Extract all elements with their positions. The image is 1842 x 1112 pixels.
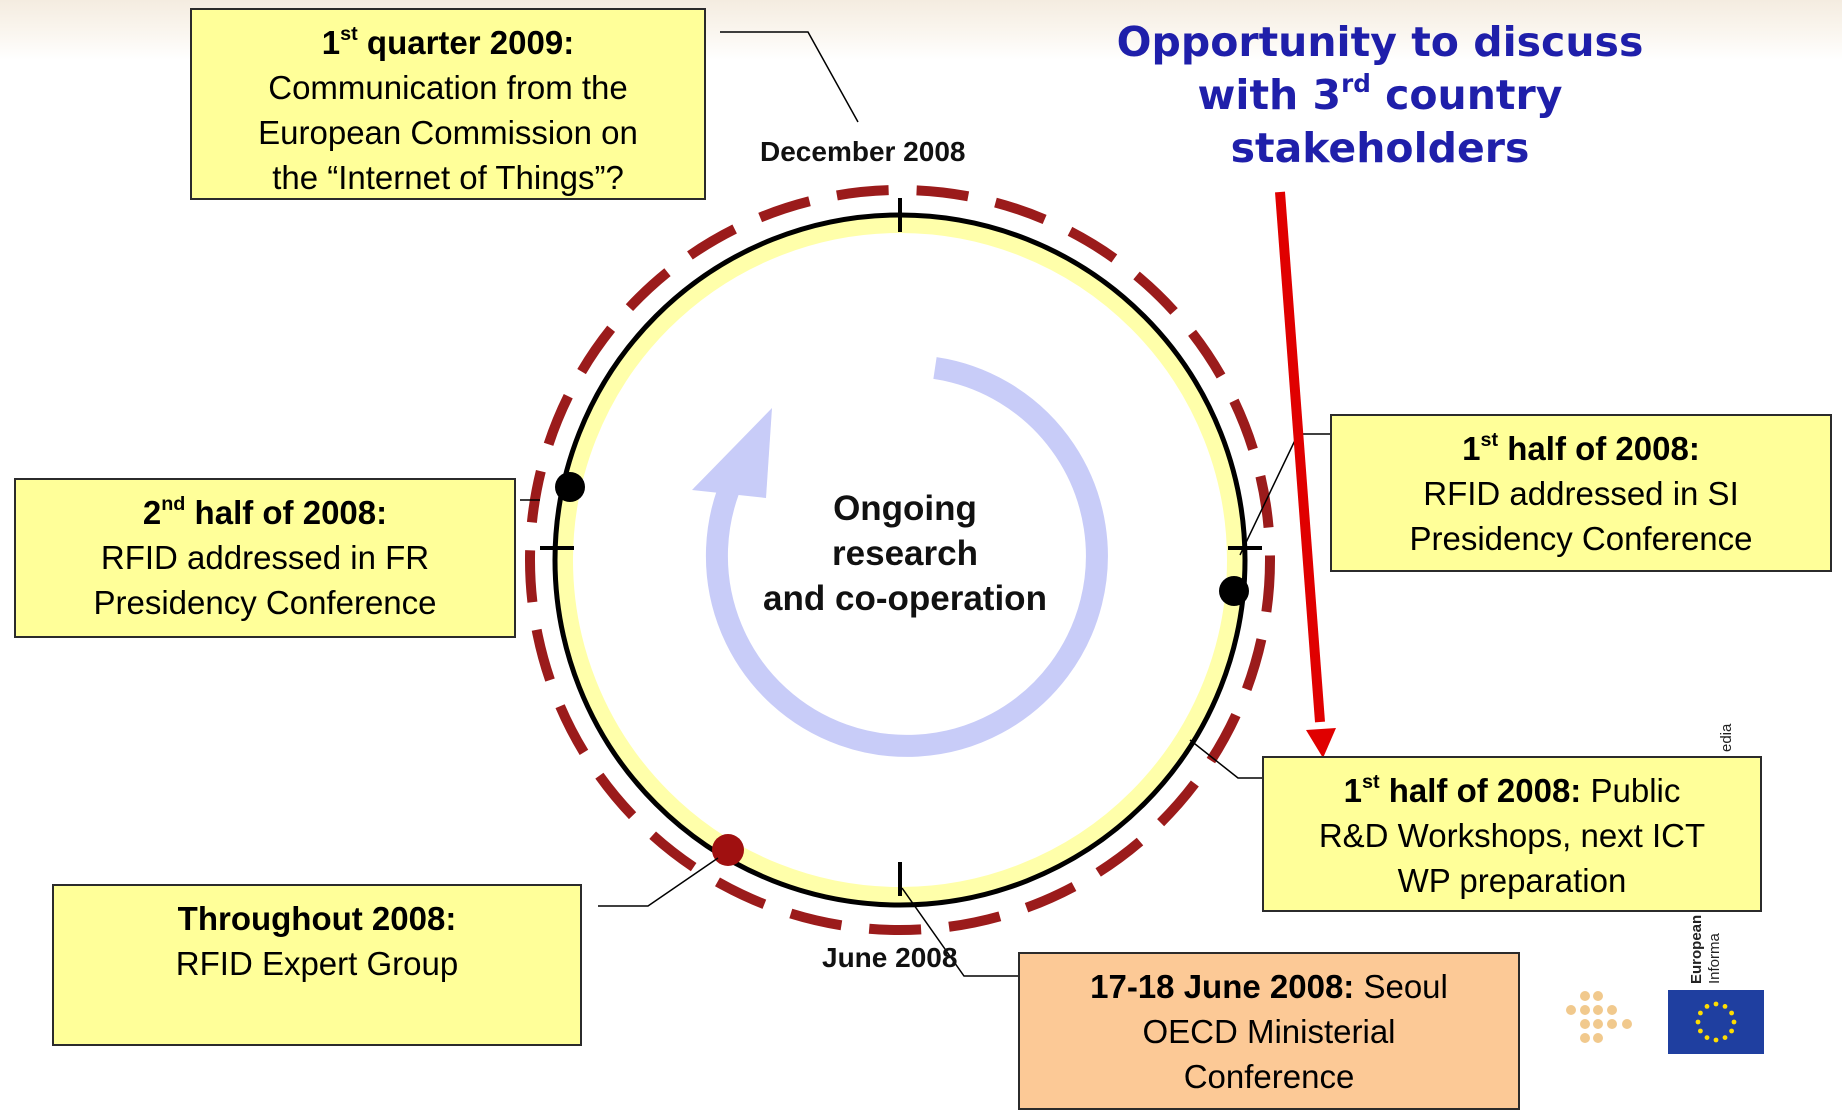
marker-dot-red [712,834,744,866]
dots-logo [1566,991,1632,1043]
box-h1-2008-public-title: 1st half of 2008: Public [1343,771,1681,809]
box-q1-2009: 1st quarter 2009: Communication from the… [190,8,706,200]
center-line1: Ongoing [833,489,977,528]
box-q1-2009-title: 1st quarter 2009: [321,23,575,61]
headline-line1: Opportunity to discuss [1116,18,1644,66]
cycle-arrow [705,357,1108,757]
connector-throughout [598,857,719,907]
box-h1-2008-si-title: 1st half of 2008: [1462,429,1700,467]
headline-line3: stakeholders [1230,124,1530,172]
label-december-2008: December 2008 [760,136,966,167]
red-arrow-head [1306,728,1336,758]
box-q1-2009-line3: the “Internet of Things”? [272,159,624,196]
center-line2: research [832,534,978,573]
box-h1-2008-public: 1st half of 2008: Public R&D Workshops, … [1262,756,1762,912]
center-text: Ongoing research and co-operation [740,486,1070,621]
connector-seoul [901,887,1018,977]
box-throughout-line1: RFID Expert Group [175,945,459,982]
label-june-2008: June 2008 [822,942,958,973]
connector-public [1189,739,1262,779]
dashed-ring [525,185,1275,935]
box-h2-2008: 2nd half of 2008: RFID addressed in FR P… [14,478,516,638]
center-line3: and co-operation [763,579,1047,618]
red-arrow-shaft [1275,191,1325,723]
eu-flag-logo [1668,990,1764,1054]
box-seoul-line1: OECD Ministerial [1142,1013,1396,1050]
box-h1-2008-public-line1: R&D Workshops, next ICT [1318,817,1706,854]
box-h2-2008-line1: RFID addressed in FR [100,539,430,576]
connector-q1-2009 [720,31,859,123]
box-throughout-title: Throughout 2008: [177,900,457,937]
box-throughout-2008: Throughout 2008: RFID Expert Group [52,884,582,1046]
box-h2-2008-line2: Presidency Conference [93,584,437,621]
box-seoul-line2: Conference [1183,1058,1355,1095]
logo-text-edia: edia [1718,723,1735,752]
headline-line2: with 3rd country [1197,68,1563,119]
box-h2-2008-title: 2nd half of 2008: [142,493,388,531]
eu-stars-icon [1695,1001,1737,1043]
box-h1-2008-si: 1st half of 2008: RFID addressed in SI P… [1330,414,1832,572]
connector-h1-si [1239,433,1330,556]
marker-dot-right [1219,576,1249,606]
logo-text-informa: Informa [1706,933,1723,984]
box-seoul: 17-18 June 2008: Seoul OECD Ministerial … [1018,952,1520,1110]
headline: Opportunity to discuss with 3rd country … [1060,16,1700,175]
logo-text-european: European [1688,914,1705,984]
box-h1-2008-si-line2: Presidency Conference [1409,520,1753,557]
box-seoul-title: 17-18 June 2008: Seoul [1090,968,1448,1005]
box-q1-2009-line2: European Commission on [258,114,638,151]
box-h1-2008-si-line1: RFID addressed in SI [1423,475,1739,512]
marker-dot-left [555,472,585,502]
box-h1-2008-public-line2: WP preparation [1397,862,1627,899]
box-q1-2009-line1: Communication from the [268,69,628,106]
